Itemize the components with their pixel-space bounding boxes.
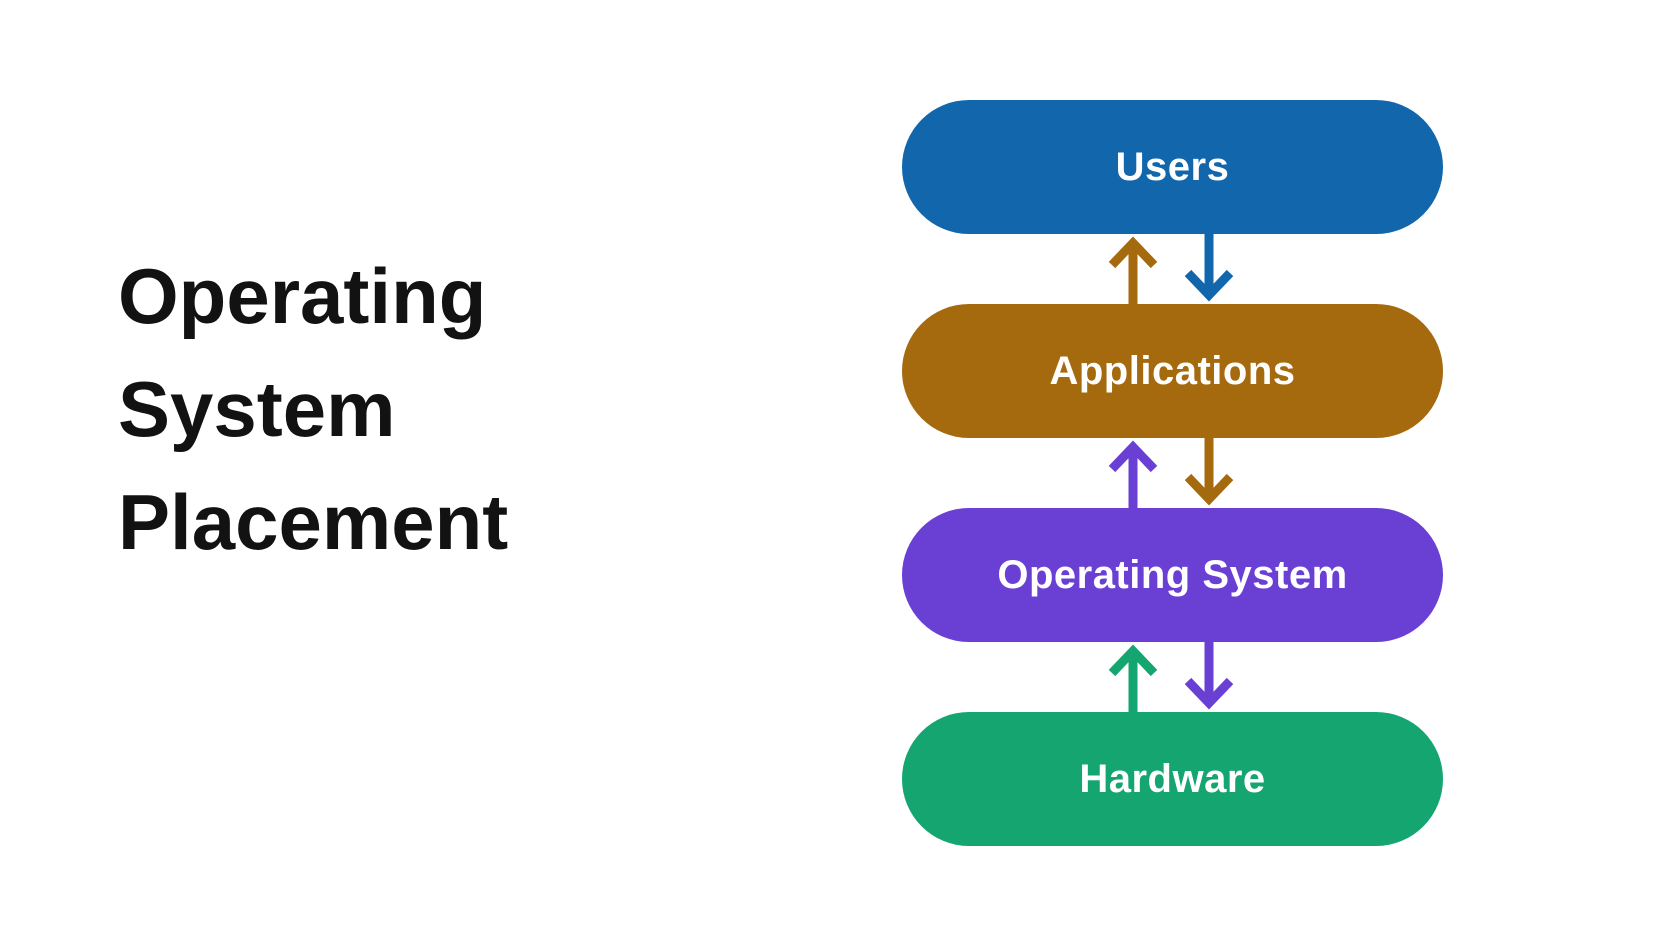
node-users-label: Users bbox=[1115, 144, 1230, 189]
arrow-up-os-to-applications-icon bbox=[1105, 438, 1161, 508]
gap-os-hardware bbox=[902, 642, 1443, 712]
arrow-down-users-to-applications-icon bbox=[1181, 234, 1237, 304]
gap-applications-os bbox=[902, 438, 1443, 508]
arrow-up-applications-to-users-icon bbox=[1105, 234, 1161, 304]
arrow-up-hardware-to-os-icon bbox=[1105, 642, 1161, 712]
node-operating-system: Operating System bbox=[902, 508, 1443, 642]
node-applications: Applications bbox=[902, 304, 1443, 438]
gap-users-applications bbox=[902, 234, 1443, 304]
node-applications-label: Applications bbox=[1049, 348, 1296, 393]
node-hardware: Hardware bbox=[902, 712, 1443, 846]
page-title-line-3: Placement bbox=[118, 478, 509, 566]
node-hardware-label: Hardware bbox=[1079, 756, 1266, 801]
arrow-down-os-to-hardware-icon bbox=[1181, 642, 1237, 712]
node-operating-system-label: Operating System bbox=[997, 552, 1348, 597]
page-title-line-2: System bbox=[118, 365, 396, 453]
page-title-line-1: Operating bbox=[118, 252, 487, 340]
node-users: Users bbox=[902, 100, 1443, 234]
os-placement-diagram: Users Applications bbox=[902, 100, 1443, 846]
page-title: Operating System Placement bbox=[118, 240, 718, 579]
arrow-down-applications-to-os-icon bbox=[1181, 438, 1237, 508]
